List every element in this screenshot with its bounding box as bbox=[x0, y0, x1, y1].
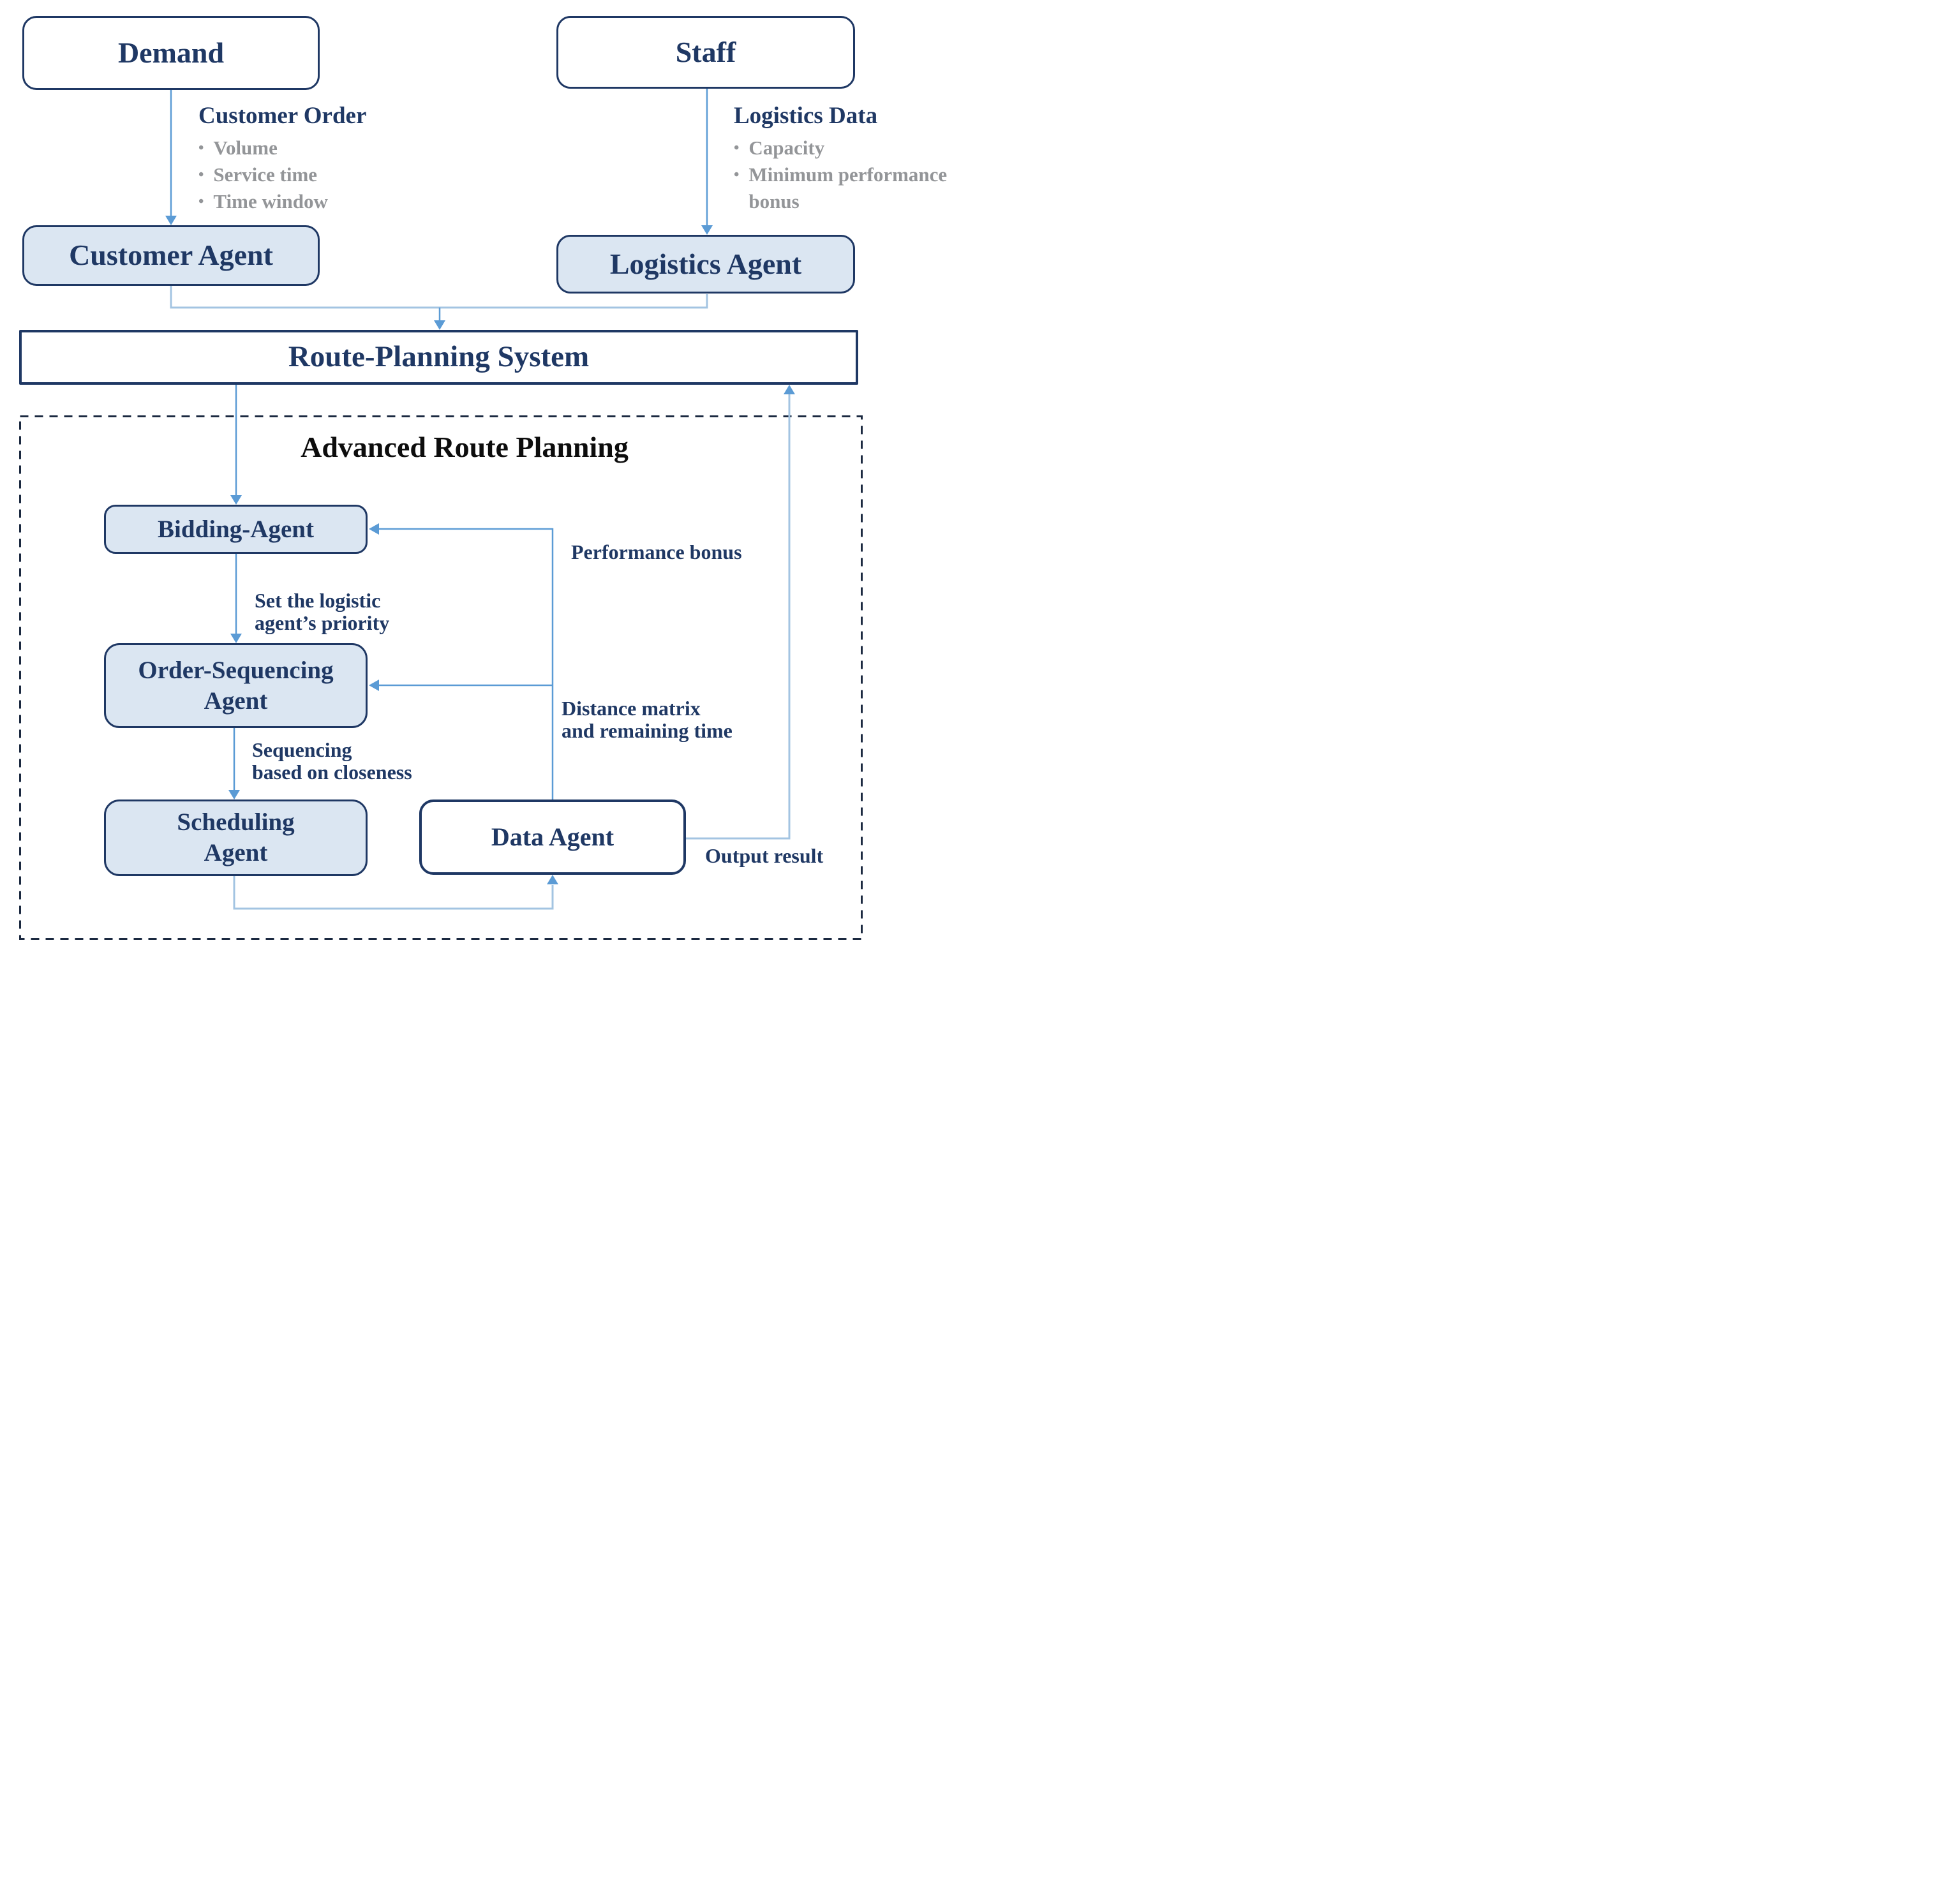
bullet-label: Volume bbox=[213, 137, 278, 159]
node-staff: Staff bbox=[556, 16, 855, 89]
annotation-customer-order-bullets: • Volume • Service time • Time window bbox=[198, 135, 366, 215]
node-data-agent-label: Data Agent bbox=[491, 822, 614, 851]
arrowhead-orderseq-top bbox=[230, 634, 242, 643]
arrowhead-data-bottom bbox=[547, 875, 558, 884]
annotation-logistics-data-bullets: • Capacity • Minimum performance bonus bbox=[734, 135, 973, 215]
arrowhead-logistics-agent bbox=[701, 225, 713, 235]
bullet-label: Minimum performance bonus bbox=[748, 163, 948, 212]
arrowhead-bidding-right bbox=[369, 523, 379, 535]
node-bidding-agent: Bidding-Agent bbox=[104, 505, 368, 554]
bullet-label: Time window bbox=[213, 190, 328, 212]
section-title-advanced-route-planning: Advanced Route Planning bbox=[301, 431, 629, 463]
bullet-icon: • bbox=[198, 140, 204, 156]
arrowhead-rps-top bbox=[434, 320, 445, 330]
annotation-logistics-data: Logistics Data • Capacity • Minimum perf… bbox=[734, 102, 973, 215]
diagram-canvas: Demand Staff Customer Agent Logistics Ag… bbox=[0, 0, 975, 952]
node-logistics-agent-label: Logistics Agent bbox=[609, 247, 802, 280]
arrowhead-rps-bottom bbox=[784, 385, 795, 394]
node-order-sequencing-agent: Order-Sequencing Agent bbox=[104, 643, 368, 728]
node-data-agent: Data Agent bbox=[419, 800, 686, 875]
bullet-item: • Time window bbox=[198, 188, 366, 215]
node-demand: Demand bbox=[22, 16, 320, 90]
node-logistics-agent: Logistics Agent bbox=[556, 235, 855, 294]
node-demand-label: Demand bbox=[117, 36, 225, 69]
annotation-customer-order: Customer Order • Volume • Service time •… bbox=[198, 102, 366, 215]
bullet-item: • Capacity bbox=[734, 135, 973, 161]
edge-data-rps-output bbox=[686, 394, 791, 840]
node-staff-label: Staff bbox=[675, 35, 736, 68]
node-order-sequencing-agent-label: Order-Sequencing Agent bbox=[138, 656, 334, 715]
bullet-icon: • bbox=[198, 193, 204, 210]
bullet-item: • Service time bbox=[198, 161, 366, 188]
bullet-item: • Volume bbox=[198, 135, 366, 161]
node-customer-agent: Customer Agent bbox=[22, 225, 320, 286]
node-route-planning-system: Route-Planning System bbox=[19, 330, 858, 385]
node-scheduling-agent: Scheduling Agent bbox=[104, 800, 368, 876]
bullet-label: Capacity bbox=[748, 137, 825, 159]
advanced-route-planning-boundary bbox=[19, 415, 863, 940]
bullet-icon: • bbox=[734, 167, 740, 183]
edge-scheduling-data bbox=[233, 876, 554, 910]
edge-label-distance-matrix: Distance matrix and remaining time bbox=[562, 697, 733, 742]
arrowhead-scheduling-top bbox=[228, 790, 240, 800]
connector-layer bbox=[19, 89, 863, 940]
arrowhead-customer-agent bbox=[165, 216, 177, 225]
edge-label-set-priority: Set the logistic agent’s priority bbox=[255, 589, 390, 634]
node-scheduling-agent-label: Scheduling Agent bbox=[177, 808, 295, 866]
arrowhead-orderseq-right bbox=[369, 680, 379, 691]
annotation-logistics-data-title: Logistics Data bbox=[734, 103, 878, 129]
edge-label-performance-bonus: Performance bonus bbox=[571, 540, 742, 563]
edge-label-output-result: Output result bbox=[705, 844, 824, 867]
node-bidding-agent-label: Bidding-Agent bbox=[158, 515, 314, 543]
node-route-planning-system-label: Route-Planning System bbox=[288, 340, 590, 374]
edge-label-sequencing: Sequencing based on closeness bbox=[252, 738, 412, 784]
bullet-item: • Minimum performance bonus bbox=[734, 161, 973, 215]
annotation-customer-order-title: Customer Order bbox=[198, 103, 367, 129]
bullet-label: Service time bbox=[213, 163, 318, 186]
arrowhead-bidding-top bbox=[230, 495, 242, 505]
edge-data-bidding bbox=[379, 528, 554, 800]
node-customer-agent-label: Customer Agent bbox=[69, 239, 273, 272]
bullet-icon: • bbox=[734, 140, 740, 156]
bullet-icon: • bbox=[198, 167, 204, 183]
